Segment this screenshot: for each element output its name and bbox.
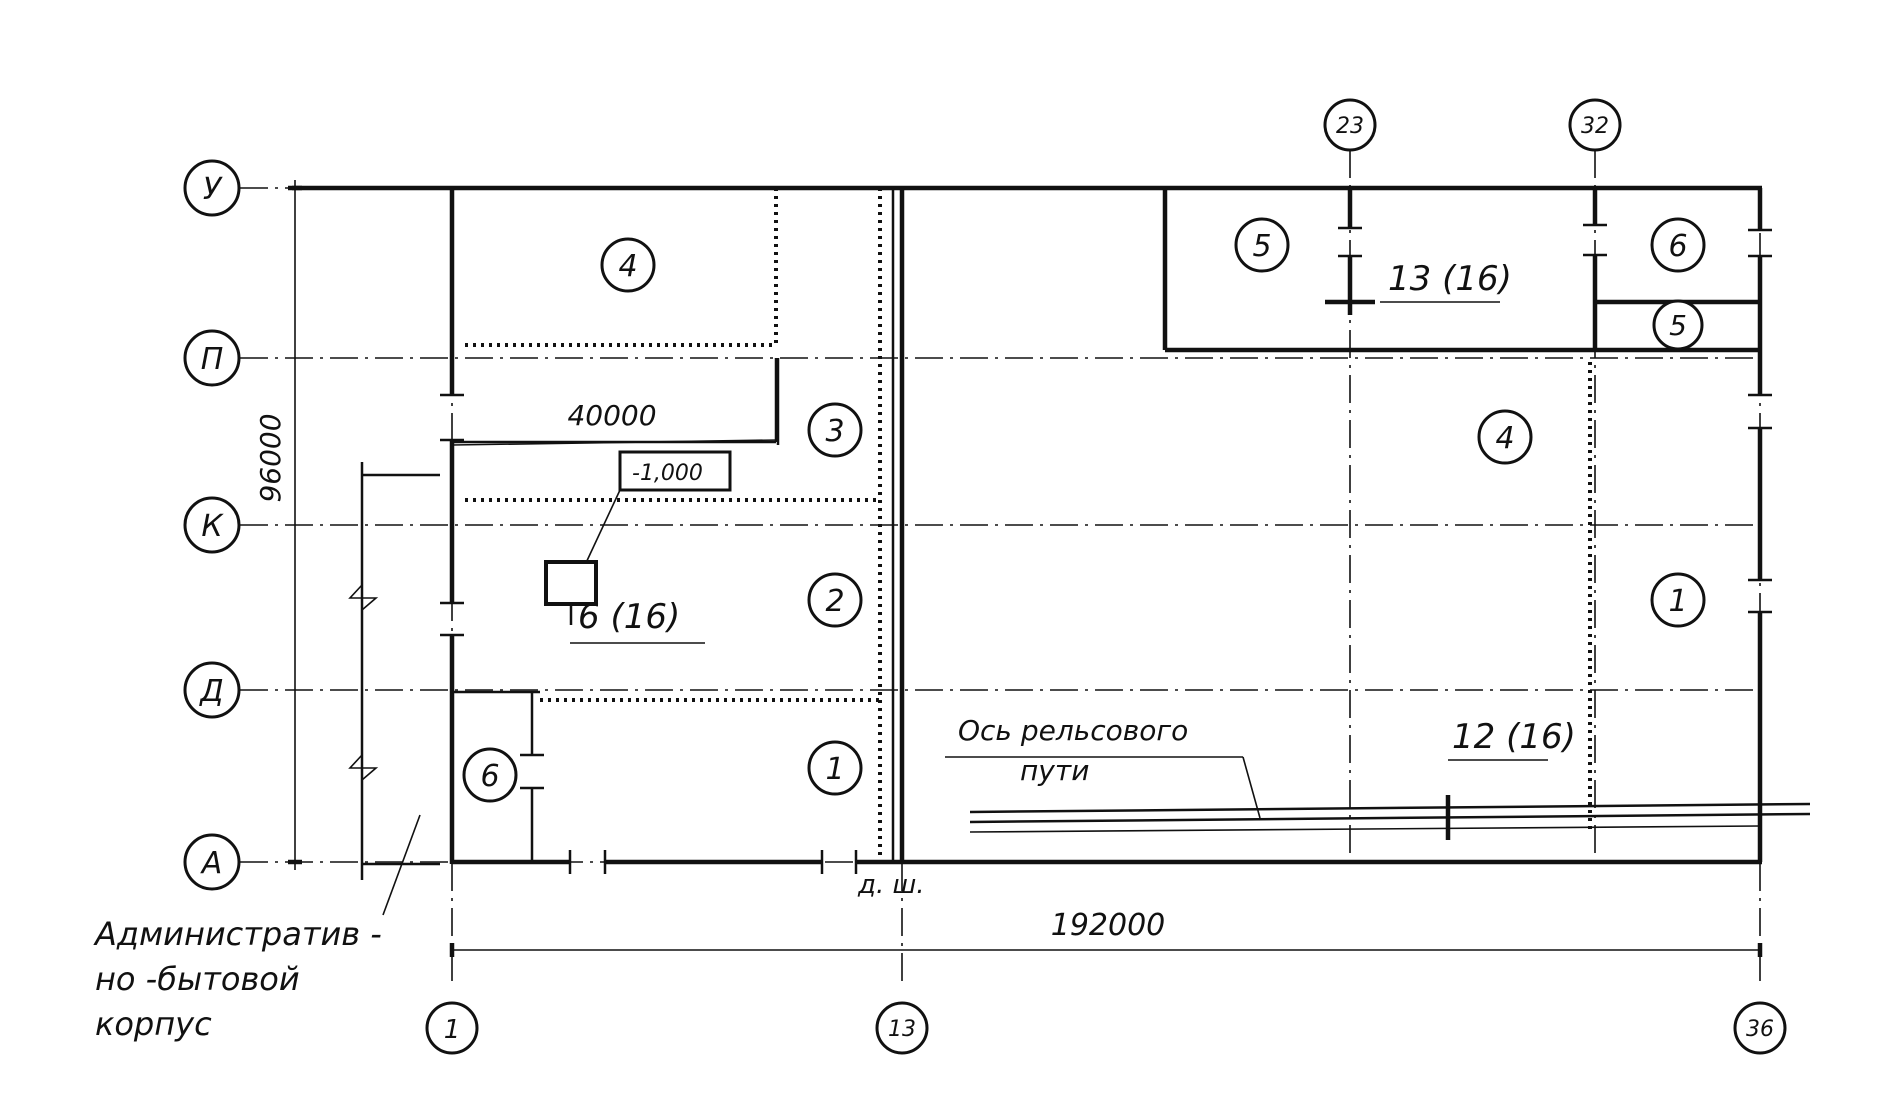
zone-3: 3 [825, 414, 844, 449]
row-label-d: Д [198, 674, 223, 709]
column-label-32: 32 [1581, 114, 1609, 139]
crane-label-12-16: 12 (16) [1452, 717, 1576, 757]
dimension-192000: 192000 [1051, 908, 1166, 943]
admin-building-label-line-1: Административ - [93, 915, 382, 953]
expansion-joint [878, 188, 905, 862]
row-label-u: У [203, 172, 223, 207]
zone-4-right: 4 [1495, 421, 1514, 456]
rail-track [969, 759, 1811, 840]
admin-building-label-line-3: корпус [95, 1005, 212, 1043]
column-label-36: 36 [1746, 1017, 1774, 1042]
column-bubbles: 1 13 36 23 32 [425, 98, 1787, 1055]
zone-4-left: 4 [618, 249, 637, 284]
row-label-p: П [201, 342, 224, 377]
crane-label-13-16: 13 (16) [1388, 259, 1512, 299]
dimension-96000: 96000 [254, 413, 287, 502]
column-label-1: 1 [444, 1015, 461, 1045]
crane-label-6-16: 6 (16) [578, 597, 680, 637]
elevation-mark-text: -1,000 [632, 461, 703, 486]
zone-6-left: 6 [480, 759, 499, 794]
row-label-k: К [201, 509, 224, 544]
rail-axis-label-line-2: пути [1020, 754, 1089, 787]
elevation-mark: -1,000 [584, 450, 732, 566]
row-bubbles: У П К Д А [183, 159, 241, 891]
zone-bubbles-right: 5 6 5 4 1 [1234, 217, 1706, 628]
building-walls [292, 185, 1772, 874]
crane-symbol [544, 560, 598, 625]
admin-building [348, 462, 440, 916]
column-label-23: 23 [1336, 114, 1364, 139]
dimension-40000: 40000 [567, 399, 656, 432]
expansion-joint-label: д. ш. [857, 870, 925, 900]
zone-1-right: 1 [1668, 584, 1687, 619]
admin-building-label-line-2: но -бытовой [95, 960, 300, 998]
annotations: 192000 96000 40000 13 (16) 6 (16) 12 (16… [93, 259, 1576, 1043]
dimension-lines [288, 180, 1763, 957]
zone-bubbles-left: 4 3 2 1 6 [462, 237, 863, 803]
zone-2: 2 [825, 584, 844, 619]
zone-5-small: 5 [1669, 309, 1687, 342]
column-label-13: 13 [888, 1017, 916, 1042]
row-label-a: А [200, 846, 223, 881]
rail-axis-label-line-1: Ось рельсового [958, 714, 1188, 747]
zone-1-left: 1 [825, 752, 844, 787]
zone-5-right: 5 [1252, 229, 1271, 264]
zone-6-right: 6 [1668, 229, 1687, 264]
